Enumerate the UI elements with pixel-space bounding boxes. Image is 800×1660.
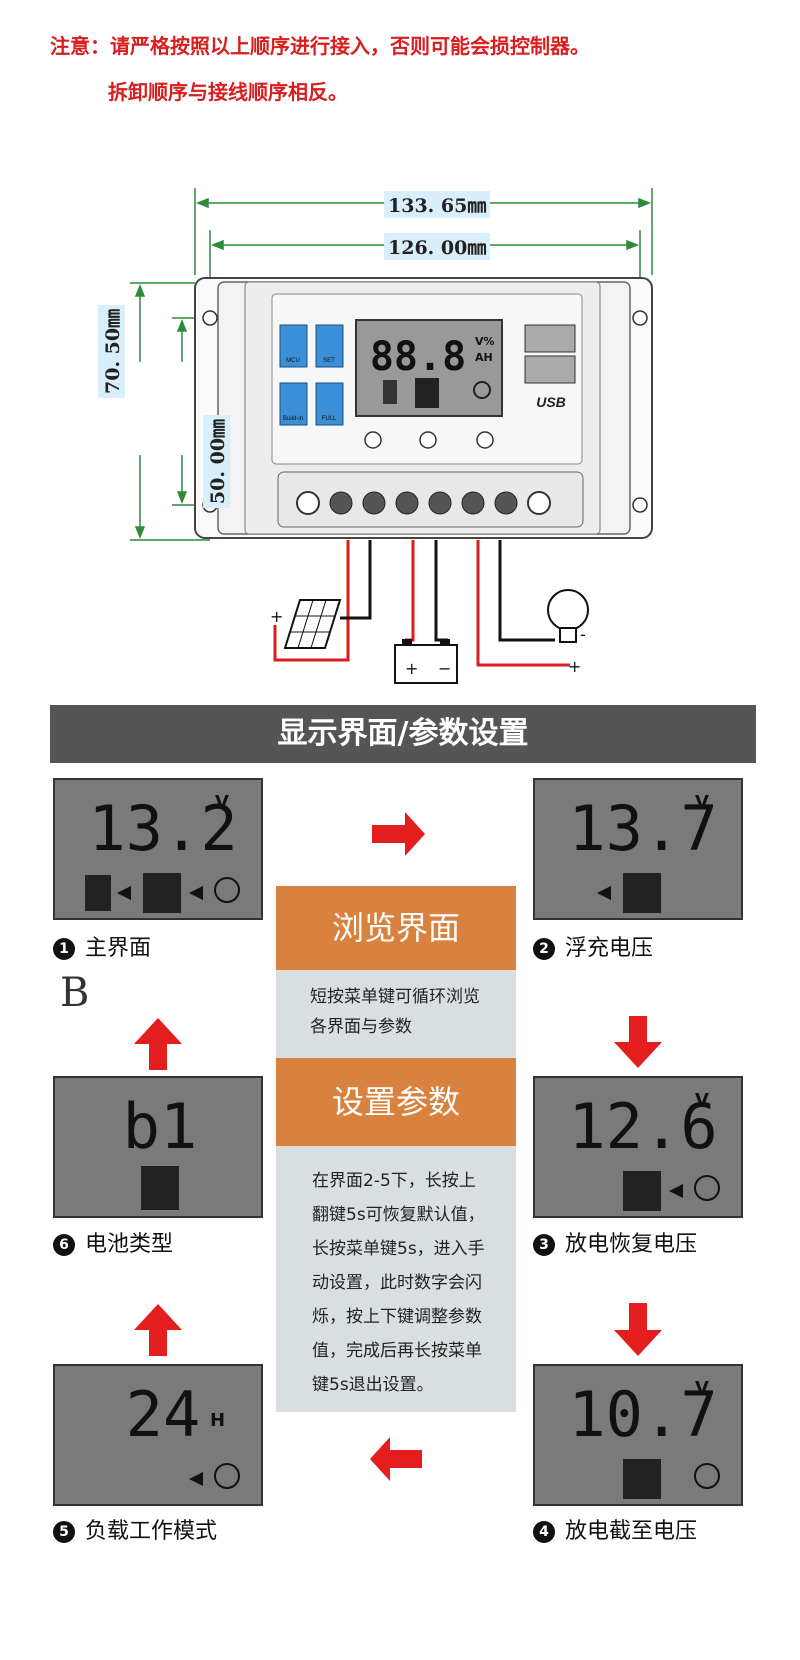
screen-6-value: b1	[123, 1090, 198, 1163]
caption-5-text: 负载工作模式	[85, 1519, 218, 1544]
screen-2-value: 13.7	[568, 792, 717, 865]
dim-inner-width: 126. 00㎜	[384, 233, 491, 260]
settings-title: 设置参数	[276, 1058, 516, 1146]
caption-4: 4 放电截至电压	[533, 1513, 697, 1545]
settings-line-5: 烁，按上下键调整参数	[312, 1307, 482, 1327]
svg-text:88.8: 88.8	[370, 334, 466, 380]
settings-body: 在界面2-5下，长按上 翻键5s可恢复默认值， 长按菜单键5s，进入手 动设置，…	[276, 1146, 516, 1412]
settings-line-7: 键5s退出设置。	[312, 1375, 434, 1395]
arrow-left-icon	[370, 1437, 422, 1481]
caption-3: 3 放电恢复电压	[533, 1226, 697, 1258]
caption-6-num: 6	[53, 1234, 75, 1256]
screen-5-unit: H	[210, 1410, 225, 1431]
arrow-down-icon-1	[614, 1016, 662, 1068]
caption-2: 2 浮充电压	[533, 930, 653, 962]
wires	[273, 540, 570, 667]
caption-4-num: 4	[533, 1521, 555, 1543]
screen-5-value: 24	[126, 1378, 201, 1451]
caption-1-num: 1	[53, 938, 75, 960]
browse-title: 浏览界面	[276, 886, 516, 970]
caption-5-num: 5	[53, 1521, 75, 1543]
settings-line-4: 动设置，此时数字会闪	[312, 1273, 482, 1293]
screen-3-unit: V	[695, 1090, 709, 1111]
svg-text:+: +	[568, 657, 581, 676]
dimension-lines	[130, 188, 653, 541]
dim-outer-width: 133. 65㎜	[384, 191, 491, 218]
notice-line-2: 拆卸顺序与接线顺序相反。	[108, 80, 348, 104]
caption-6: 6 电池类型	[53, 1226, 173, 1258]
arrow-up-icon-2	[134, 1304, 182, 1356]
feature-icons: MCU SET Build-in FULL	[279, 324, 344, 426]
lcd-screen-3: 12.6 V	[533, 1076, 743, 1218]
svg-text:SET: SET	[323, 358, 335, 364]
screen-3-value: 12.6	[568, 1090, 717, 1163]
arrow-up-icon-1	[134, 1018, 182, 1070]
caption-2-num: 2	[533, 938, 555, 960]
controller-diagram: MCU SET Build-in FULL 88.8 V% AH USB	[130, 188, 653, 684]
svg-text:AH: AH	[475, 351, 493, 364]
section-title: 显示界面/参数设置	[50, 705, 756, 763]
notice-line-1: 注意：请严格按照以上顺序进行接入，否则可能会损控制器。	[50, 34, 590, 58]
svg-text:V%: V%	[475, 335, 495, 348]
caption-5: 5 负载工作模式	[53, 1513, 217, 1545]
svg-text:Build-in: Build-in	[283, 416, 303, 422]
browse-text-1: 短按菜单键可循环浏览	[310, 987, 480, 1007]
screen-1-unit: V	[215, 792, 229, 813]
lcd-screen-4: 10.7 V	[533, 1364, 743, 1506]
arrow-right-icon	[372, 812, 425, 856]
browse-body: 短按菜单键可循环浏览 各界面与参数	[276, 970, 516, 1058]
settings-line-2: 翻键5s可恢复默认值，	[312, 1205, 485, 1225]
svg-text:-: -	[340, 607, 346, 626]
caption-4-text: 放电截至电压	[565, 1519, 698, 1544]
solar-panel-icon	[283, 599, 342, 649]
screen-4-unit: V	[695, 1378, 709, 1399]
lcd-screen-5: 24 H	[53, 1364, 263, 1506]
battery-icon: + −	[394, 639, 458, 684]
caption-2-text: 浮充电压	[565, 936, 654, 961]
arrow-down-icon-2	[614, 1303, 662, 1356]
screen-2-unit: V	[695, 792, 709, 813]
caption-1-text: 主界面	[85, 936, 152, 961]
caption-6-text: 电池类型	[85, 1232, 174, 1257]
screen-4-value: 10.7	[568, 1378, 717, 1451]
browse-text-2: 各界面与参数	[310, 1017, 412, 1037]
svg-text:-: -	[580, 625, 586, 644]
caption-1: 1 主界面	[53, 930, 151, 962]
lcd-screen-1: 13.2 V	[53, 778, 263, 920]
caption-3-num: 3	[533, 1234, 555, 1256]
svg-text:MCU: MCU	[286, 358, 300, 364]
svg-text:+: +	[405, 659, 418, 678]
letter-b: B	[60, 970, 90, 1016]
svg-text:−: −	[438, 659, 451, 678]
lcd-screen-2: 13.7 V	[533, 778, 743, 920]
svg-text:+: +	[270, 607, 283, 626]
bulb-icon	[547, 589, 589, 643]
lcd-screen-6: b1	[53, 1076, 263, 1218]
caption-3-text: 放电恢复电压	[565, 1232, 698, 1257]
svg-text:FULL: FULL	[322, 416, 337, 422]
settings-line-6: 值，完成后再长按菜单	[312, 1341, 482, 1361]
svg-text:USB: USB	[536, 394, 566, 410]
settings-line-1: 在界面2-5下，长按上	[312, 1171, 476, 1191]
settings-line-3: 长按菜单键5s，进入手	[312, 1239, 485, 1259]
screen-1-value: 13.2	[88, 792, 237, 865]
